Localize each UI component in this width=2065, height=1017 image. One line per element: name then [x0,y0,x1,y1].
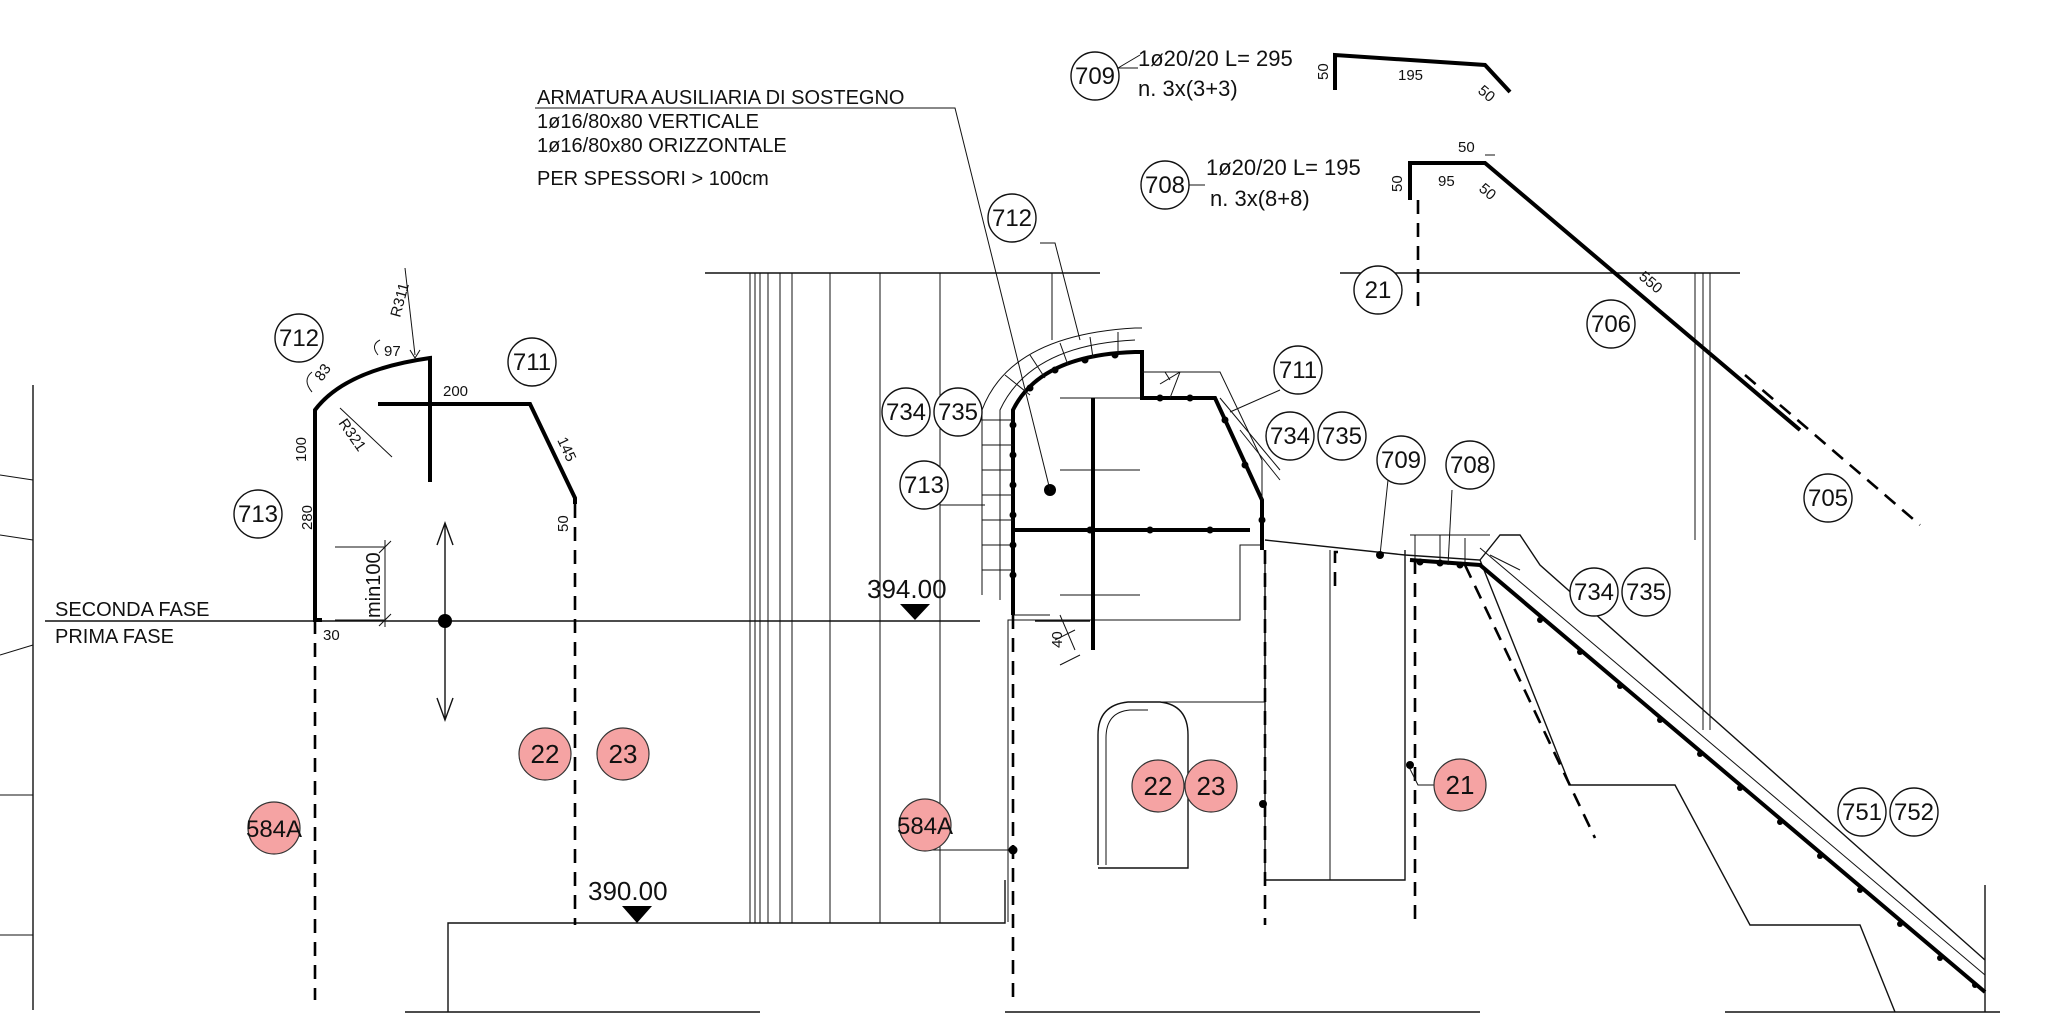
mark-712-detail: 712 [274,313,324,363]
mark-713: 713 [899,460,949,510]
mark-734-b: 734 [1265,411,1315,461]
dim-708-d: 50 [1458,139,1475,156]
armatura-line-3: PER SPESSORI > 100cm [537,168,769,190]
mark-709-schedule: 709 [1070,51,1120,101]
mark-751: 751 [1837,787,1887,837]
mark-22-left: 22 [518,727,572,781]
dim-708-a: 50 [1389,175,1406,192]
svg-text:22: 22 [531,739,560,769]
prima-fase-label: PRIMA FASE [55,626,174,648]
mark-734: 734 [881,387,931,437]
mark-23-center: 23 [1184,759,1238,813]
dim-30: 30 [323,627,340,644]
armatura-line-1: 1ø16/80x80 VERTICALE [537,111,759,133]
armatura-title: ARMATURA AUSILIARIA DI SOSTEGNO [537,87,905,109]
svg-text:735: 735 [1322,423,1362,450]
svg-text:713: 713 [904,472,944,499]
dim-min100: min100 [363,552,385,618]
svg-text:712: 712 [992,205,1032,232]
mark-584a-left: 584A [246,801,302,855]
mark-706: 706 [1586,299,1636,349]
mark-584a-center: 584A [897,798,953,852]
bar-schedule-708: 1ø20/20 L= 195 n. 3x(8+8) 50 95 50 50 [1206,139,1499,211]
svg-text:22: 22 [1144,771,1173,801]
dim-709-c: 50 [1474,82,1498,106]
dim-280: 280 [299,505,316,530]
svg-text:751: 751 [1842,799,1882,826]
mark-23-left: 23 [596,727,650,781]
dim-708-c: 50 [1475,180,1499,204]
svg-text:21: 21 [1365,277,1392,304]
mark-735-c: 735 [1621,567,1671,617]
highlighted-marks: 584A 22 23 584A 22 23 21 [246,727,1487,855]
mark-708-section: 708 [1445,440,1495,490]
count-709: n. 3x(3+3) [1138,76,1238,101]
bar-detail-left [306,267,577,1000]
position-marks: 712 711 713 712 734 735 713 711 734 735 … [233,51,1939,837]
spec-708: 1ø20/20 L= 195 [1206,155,1361,180]
mark-21: 21 [1353,265,1403,315]
mark-705: 705 [1803,473,1853,523]
elevation-394: 394.00 [867,574,947,620]
elevation-390-label: 390.00 [588,876,668,906]
spec-709: 1ø20/20 L= 295 [1138,46,1293,71]
mark-709-section: 709 [1376,435,1426,485]
svg-text:735: 735 [1626,579,1666,606]
svg-text:709: 709 [1381,447,1421,474]
dim-709-b: 195 [1398,67,1423,84]
dim-200: 200 [443,383,468,400]
mark-22-center: 22 [1131,759,1185,813]
svg-text:712: 712 [279,325,319,352]
dim-709-a: 50 [1315,63,1332,80]
mark-735: 735 [933,387,983,437]
svg-text:21: 21 [1446,770,1475,800]
svg-text:735: 735 [938,399,978,426]
svg-text:584A: 584A [897,813,953,840]
dim-97: 97 [384,343,401,360]
leader-lines [535,54,1453,851]
upper-right-bars [1333,52,1921,526]
mark-752: 752 [1889,787,1939,837]
mark-712: 712 [987,193,1037,243]
count-708: n. 3x(8+8) [1210,186,1310,211]
svg-text:584A: 584A [246,816,302,843]
rebar-dots [1008,351,1978,988]
svg-text:734: 734 [886,399,926,426]
concrete-outlines [0,272,2000,1013]
armatura-line-2: 1ø16/80x80 ORIZZONTALE [537,135,787,157]
svg-text:752: 752 [1894,799,1934,826]
mark-708-schedule: 708 [1140,160,1190,210]
bar-schedule-709: 1ø20/20 L= 295 n. 3x(3+3) 50 195 50 [1138,46,1498,106]
svg-text:711: 711 [513,349,551,376]
svg-text:23: 23 [1197,771,1226,801]
mark-734-c: 734 [1569,567,1619,617]
svg-text:711: 711 [1279,357,1317,384]
main-rebar-cage [981,327,1987,1000]
elevation-390: 390.00 [588,876,668,923]
mark-713-detail: 713 [233,489,283,539]
mark-21-right: 21 [1433,758,1487,812]
dim-50: 50 [555,515,572,532]
dim-100: 100 [293,437,310,462]
svg-text:23: 23 [609,739,638,769]
dim-r321: R321 [335,416,369,455]
svg-text:708: 708 [1450,452,1490,479]
dim-708-b: 95 [1438,173,1455,190]
svg-text:708: 708 [1145,172,1185,199]
mark-735-b: 735 [1317,411,1367,461]
elevation-394-label: 394.00 [867,574,947,604]
svg-text:734: 734 [1270,423,1310,450]
dim-83: 83 [311,361,334,384]
mark-711: 711 [1273,345,1323,395]
svg-text:705: 705 [1808,485,1848,512]
svg-text:734: 734 [1574,579,1614,606]
svg-text:709: 709 [1075,63,1115,90]
notes: ARMATURA AUSILIARIA DI SOSTEGNO 1ø16/80x… [55,87,905,648]
seconda-fase-label: SECONDA FASE [55,599,210,621]
dim-40: 40 [1049,631,1066,648]
svg-text:713: 713 [238,501,278,528]
mark-711-detail: 711 [507,337,557,387]
svg-text:706: 706 [1591,311,1631,338]
